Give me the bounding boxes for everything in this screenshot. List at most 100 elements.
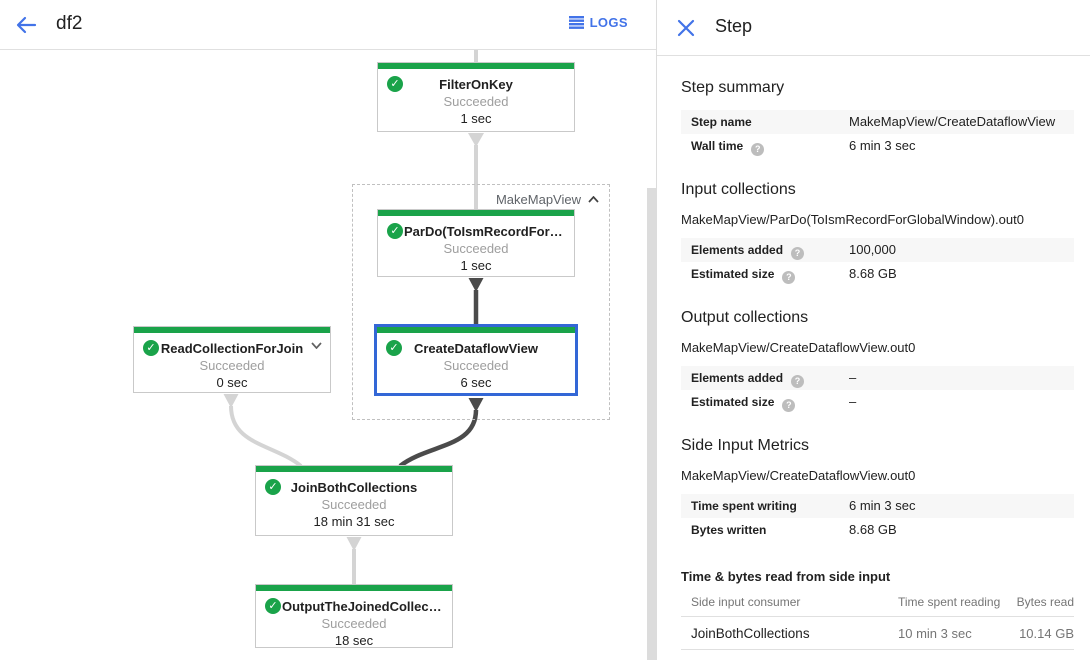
node-status-bar xyxy=(256,585,452,591)
node-status: Succeeded xyxy=(443,94,509,109)
input-collection-name: MakeMapView/ParDo(ToIsmRecordForGlobalWi… xyxy=(681,212,1024,227)
node-title: CreateDataflowView xyxy=(413,341,539,356)
panel-header: Step xyxy=(657,0,1090,56)
node-wall-time: 18 min 31 sec xyxy=(313,514,395,529)
metric-row-wall-time: Wall time? 6 min 3 sec xyxy=(681,134,1074,158)
column-header-bytes-read: Bytes read xyxy=(1016,595,1074,609)
graph-node-pardo-toismrecord[interactable]: ✓ ParDo(ToIsmRecordFor… Succeeded 1 sec xyxy=(377,209,575,277)
input-collection-rows: Elements added? 100,000 Estimated size? … xyxy=(681,238,1074,286)
node-status-bar xyxy=(256,466,452,472)
metric-row-step-name: Step name MakeMapView/CreateDataflowView xyxy=(681,110,1074,134)
job-name-title: df2 xyxy=(56,13,83,34)
node-wall-time: 1 sec xyxy=(460,111,492,126)
chevron-up-icon xyxy=(588,196,599,203)
check-circle-icon: ✓ xyxy=(387,76,403,92)
metric-label: Bytes written xyxy=(691,523,767,537)
logs-button[interactable]: LOGS xyxy=(568,15,628,30)
metric-value: – xyxy=(849,370,857,385)
graph-vertical-scrollbar[interactable] xyxy=(647,188,656,660)
output-collections-heading: Output collections xyxy=(681,309,809,326)
node-status-bar xyxy=(378,63,574,69)
panel-content: Step summary Step name MakeMapView/Creat… xyxy=(657,79,1090,650)
metric-label: Time spent writing xyxy=(691,499,797,513)
metric-value: 6 min 3 sec xyxy=(849,138,916,153)
node-title: FilterOnKey xyxy=(439,77,513,92)
help-icon[interactable]: ? xyxy=(791,375,805,388)
graph-node-readcollectionforjoin[interactable]: ✓ ReadCollectionForJoin Succeeded 0 sec xyxy=(133,326,331,393)
top-app-bar: df2 LOGS xyxy=(0,0,656,50)
node-title: OutputTheJoinedCollec… xyxy=(282,599,442,614)
node-status-bar xyxy=(134,327,330,333)
check-circle-icon: ✓ xyxy=(143,340,159,356)
node-wall-time: 0 sec xyxy=(216,375,248,390)
side-input-metrics-heading: Side Input Metrics xyxy=(681,437,810,454)
node-wall-time: 6 sec xyxy=(460,375,492,390)
metric-row-bytes-written: Bytes written 8.68 GB xyxy=(681,518,1074,542)
metric-row-estimated-size: Estimated size? – xyxy=(681,390,1074,414)
back-arrow-icon[interactable] xyxy=(14,13,38,37)
metric-label: Estimated size xyxy=(691,395,775,409)
node-status-bar xyxy=(378,210,574,216)
graph-node-createdataflowview-selected[interactable]: ✓ CreateDataflowView Succeeded 6 sec xyxy=(374,324,578,396)
metric-row-estimated-size: Estimated size? 8.68 GB xyxy=(681,262,1074,286)
check-circle-icon: ✓ xyxy=(265,598,281,614)
help-icon[interactable]: ? xyxy=(751,143,765,156)
group-collapse-toggle[interactable]: MakeMapView xyxy=(496,192,599,207)
metric-label: Step name xyxy=(691,115,752,129)
graph-node-filteronkey[interactable]: ✓ FilterOnKey Succeeded 1 sec xyxy=(377,62,575,132)
node-title: ParDo(ToIsmRecordFor… xyxy=(404,224,563,239)
check-circle-icon: ✓ xyxy=(265,479,281,495)
metric-row-time-spent-writing: Time spent writing 6 min 3 sec xyxy=(681,494,1074,518)
side-input-table-header: Side input consumer Time spent reading B… xyxy=(681,588,1074,617)
node-status: Succeeded xyxy=(321,616,387,631)
cell-time-reading: 10 min 3 sec xyxy=(898,625,972,641)
side-input-metric-rows: Time spent writing 6 min 3 sec Bytes wri… xyxy=(681,494,1074,542)
help-icon[interactable]: ? xyxy=(782,271,796,284)
graph-node-outputthejoinedcollection[interactable]: ✓ OutputTheJoinedCollec… Succeeded 18 se… xyxy=(255,584,453,648)
metric-label: Elements added xyxy=(691,371,784,385)
metric-label: Elements added xyxy=(691,243,784,257)
input-collections-heading: Input collections xyxy=(681,181,796,198)
metric-label: Estimated size xyxy=(691,267,775,281)
composite-group-makemapview: MakeMapView xyxy=(352,184,610,420)
side-input-table-heading: Time & bytes read from side input xyxy=(681,569,891,584)
cell-consumer: JoinBothCollections xyxy=(691,625,810,641)
check-circle-icon: ✓ xyxy=(386,340,402,356)
graph-edges xyxy=(223,50,484,585)
side-input-collection-name: MakeMapView/CreateDataflowView.out0 xyxy=(681,468,916,483)
table-row-joinbothcollections: JoinBothCollections 10 min 3 sec 10.14 G… xyxy=(681,617,1074,650)
group-label: MakeMapView xyxy=(495,192,581,207)
node-wall-time: 1 sec xyxy=(460,258,492,273)
panel-title: Step xyxy=(715,16,753,36)
column-header-consumer: Side input consumer xyxy=(691,595,801,609)
metric-value: 8.68 GB xyxy=(849,522,897,537)
metric-value: 8.68 GB xyxy=(849,266,897,281)
step-summary-rows: Step name MakeMapView/CreateDataflowView… xyxy=(681,110,1074,158)
logs-button-label: LOGS xyxy=(589,15,628,30)
node-wall-time: 18 sec xyxy=(334,633,374,648)
job-graph-canvas[interactable]: MakeMapView ✓ FilterOnKey Succeeded 1 se… xyxy=(0,0,656,660)
metric-label: Wall time xyxy=(691,139,744,153)
node-status: Succeeded xyxy=(199,358,265,373)
node-status: Succeeded xyxy=(321,497,387,512)
metric-value: MakeMapView/CreateDataflowView xyxy=(849,114,1056,129)
cell-bytes-read: 10.14 GB xyxy=(1019,625,1074,641)
logs-list-icon xyxy=(568,16,584,29)
graph-node-joinbothcollections[interactable]: ✓ JoinBothCollections Succeeded 18 min 3… xyxy=(255,465,453,536)
node-status-bar xyxy=(377,327,575,333)
column-header-time-reading: Time spent reading xyxy=(898,595,1001,609)
node-status: Succeeded xyxy=(443,358,509,373)
help-icon[interactable]: ? xyxy=(791,247,805,260)
output-collection-name: MakeMapView/CreateDataflowView.out0 xyxy=(681,340,916,355)
metric-row-elements-added: Elements added? – xyxy=(681,366,1074,390)
metric-row-elements-added: Elements added? 100,000 xyxy=(681,238,1074,262)
help-icon[interactable]: ? xyxy=(782,399,796,412)
step-summary-heading: Step summary xyxy=(681,79,785,96)
output-collection-rows: Elements added? – Estimated size? – xyxy=(681,366,1074,414)
close-icon[interactable] xyxy=(677,19,695,37)
metric-value: – xyxy=(849,394,857,409)
metric-value: 100,000 xyxy=(849,242,896,257)
step-detail-panel: Step Step summary Step name MakeMapView/… xyxy=(656,0,1090,660)
chevron-down-icon[interactable] xyxy=(311,342,322,349)
